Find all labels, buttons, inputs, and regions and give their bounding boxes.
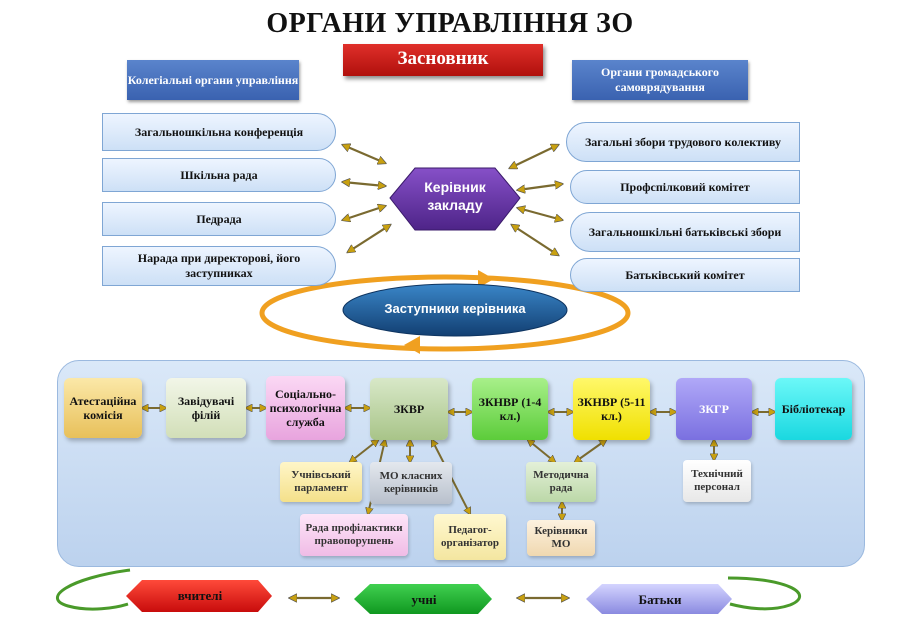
bottom-parents: Батьки <box>638 592 682 607</box>
right-item-label: Батьківський комітет <box>625 267 745 282</box>
sub-label: МО класних керівників <box>379 470 443 495</box>
students-shape <box>354 584 492 614</box>
green-loop-right <box>727 576 802 611</box>
sub-students-parliament: Учнівський парламент <box>280 462 362 502</box>
right-header: Органи громадського самоврядування <box>572 60 748 100</box>
right-item-label: Профспілковий комітет <box>620 179 750 194</box>
left-item-director-meeting: Нарада при директорові, його заступниках <box>102 246 336 286</box>
sub-label: Педагог-організатор <box>440 524 500 549</box>
sub-methodical-council: Методична рада <box>526 462 596 502</box>
right-header-label: Органи громадського самоврядування <box>601 65 719 94</box>
left-header: Колегіальні органи управління <box>127 60 299 100</box>
sub-label: Рада профілактики правопорушень <box>305 522 403 547</box>
head-arrows <box>343 145 562 255</box>
node-label: Завідувачі філій <box>177 394 235 422</box>
arrow-left-4 <box>348 225 390 252</box>
deputies-label: Заступники керівника <box>384 301 526 316</box>
founder-box: Засновник <box>343 44 543 76</box>
left-item-label: Шкільна рада <box>180 167 258 182</box>
left-item-label: Загальношкільна конференція <box>134 124 304 139</box>
right-item-label: Загальні збори трудового колективу <box>584 134 782 149</box>
arrow-left-3 <box>343 206 385 220</box>
node-label: ЗКНВР (1-4 кл.) <box>478 395 542 423</box>
arrow-right-4 <box>512 225 558 255</box>
node-zknvr-5-11: ЗКНВР (5-11 кл.) <box>573 378 650 440</box>
right-item-parents-meeting: Загальношкільні батьківські збори <box>570 212 800 252</box>
sub-tech-staff: Технічний персонал <box>683 460 751 502</box>
arrow-right-3 <box>518 208 562 220</box>
right-item-parents-committee: Батьківський комітет <box>570 258 800 292</box>
node-zkvr: ЗКВР <box>370 378 448 440</box>
left-item-label: Педрада <box>196 211 242 226</box>
right-item-staff-meeting: Загальні збори трудового колективу <box>566 122 800 162</box>
ring-arrow-top <box>478 270 494 288</box>
head-label: Керівник закладу <box>424 179 486 213</box>
node-zknvr-1-4: ЗКНВР (1-4 кл.) <box>472 378 548 440</box>
arrow-left-2 <box>343 182 385 186</box>
sub-class-teachers-mo: МО класних керівників <box>370 462 452 504</box>
left-header-label: Колегіальні органи управління <box>127 72 299 87</box>
left-item-ped-council: Педрада <box>102 202 336 236</box>
teachers-shape <box>126 580 272 612</box>
sub-label: Технічний персонал <box>691 468 743 493</box>
arrow-left-1 <box>343 145 385 163</box>
right-item-label: Загальношкільні батьківські збори <box>588 224 782 239</box>
bottom-students: учні <box>411 592 437 607</box>
ring-arrow-bottom <box>404 336 420 354</box>
arrow-right-2 <box>518 184 562 190</box>
node-branch-heads: Завідувачі філій <box>166 378 246 438</box>
node-label: Бібліотекар <box>781 402 846 416</box>
left-item-label: Нарада при директорові, його заступниках <box>137 251 301 280</box>
sub-label: Методична рада <box>533 469 589 494</box>
deputies-ellipse <box>342 283 568 337</box>
left-item-conference: Загальношкільна конференція <box>102 113 336 151</box>
bottom-teachers: вчителі <box>177 588 223 603</box>
orange-ring <box>259 274 631 352</box>
node-psych-service: Соціально-психологічна служба <box>266 376 345 440</box>
right-item-union: Профспілковий комітет <box>570 170 800 204</box>
parents-shape <box>586 584 732 614</box>
sub-mo-heads: Керівники МО <box>527 520 595 556</box>
node-label: ЗКНВР (5-11 кл.) <box>577 395 646 423</box>
sub-label: Керівники МО <box>534 525 588 550</box>
page-title: ОРГАНИ УПРАВЛІННЯ ЗО <box>266 8 634 39</box>
sub-pedagogue-organizer: Педагог-організатор <box>434 514 506 560</box>
sub-prevention-council: Рада профілактики правопорушень <box>300 514 408 556</box>
green-loop-left <box>55 568 131 611</box>
node-label: ЗКГР <box>699 402 729 416</box>
node-label: ЗКВР <box>393 402 425 416</box>
node-label: Соціально-психологічна служба <box>269 387 342 429</box>
node-librarian: Бібліотекар <box>775 378 852 440</box>
arrow-right-1 <box>510 145 558 168</box>
sub-label: Учнівський парламент <box>291 469 351 494</box>
node-attestation: Атестаційна комісія <box>64 378 142 438</box>
left-item-school-council: Шкільна рада <box>102 158 336 192</box>
node-zkgr: ЗКГР <box>676 378 752 440</box>
head-hexagon <box>389 167 521 231</box>
node-label: Атестаційна комісія <box>69 394 137 422</box>
